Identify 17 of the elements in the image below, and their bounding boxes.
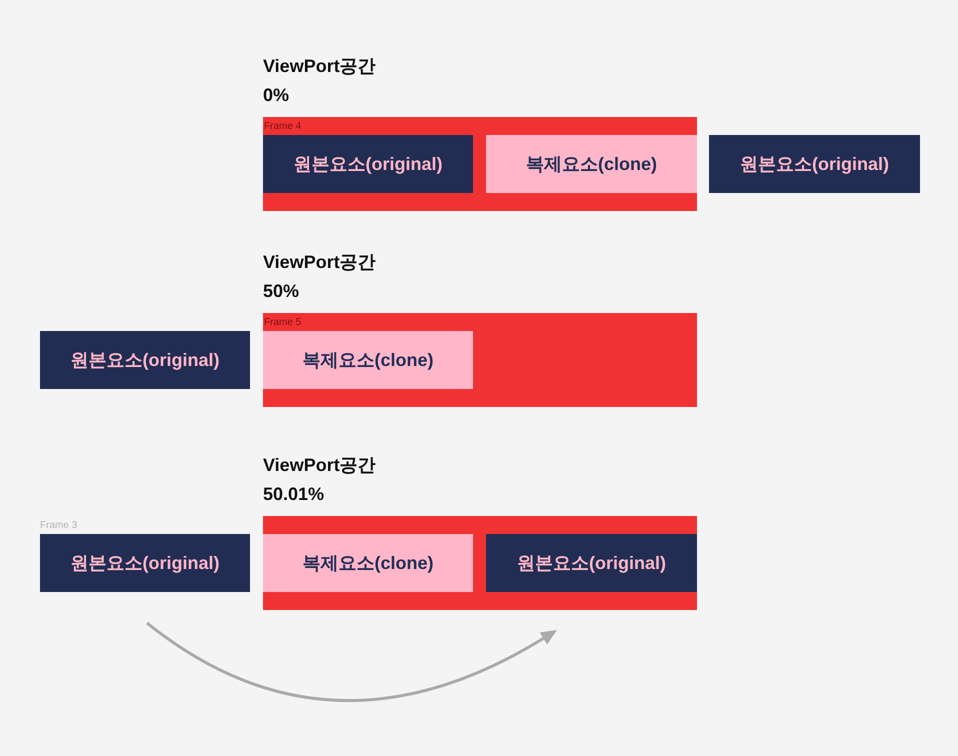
viewport-title: ViewPort공간: [263, 454, 376, 476]
frame-name: Frame 5: [264, 317, 302, 329]
original-element-box: 원본요소(original): [709, 135, 920, 193]
scroll-percentage: 50.01%: [263, 483, 324, 505]
frame-name: Frame 3: [40, 520, 78, 532]
scroll-percentage: 0%: [263, 84, 290, 106]
viewport-title: ViewPort공간: [263, 55, 376, 77]
viewport-title: ViewPort공간: [263, 251, 376, 273]
original-element-box: 원본요소(original): [40, 331, 250, 389]
clone-element-box: 복제요소(clone): [486, 135, 697, 193]
original-element-box: 원본요소(original): [263, 135, 473, 193]
clone-element-box: 복제요소(clone): [263, 534, 473, 592]
original-element-box: 원본요소(original): [486, 534, 697, 592]
scroll-percentage: 50%: [263, 280, 300, 302]
original-element-box: 원본요소(original): [40, 534, 250, 592]
clone-element-box: 복제요소(clone): [263, 331, 473, 389]
frame-name: Frame 4: [264, 121, 302, 133]
